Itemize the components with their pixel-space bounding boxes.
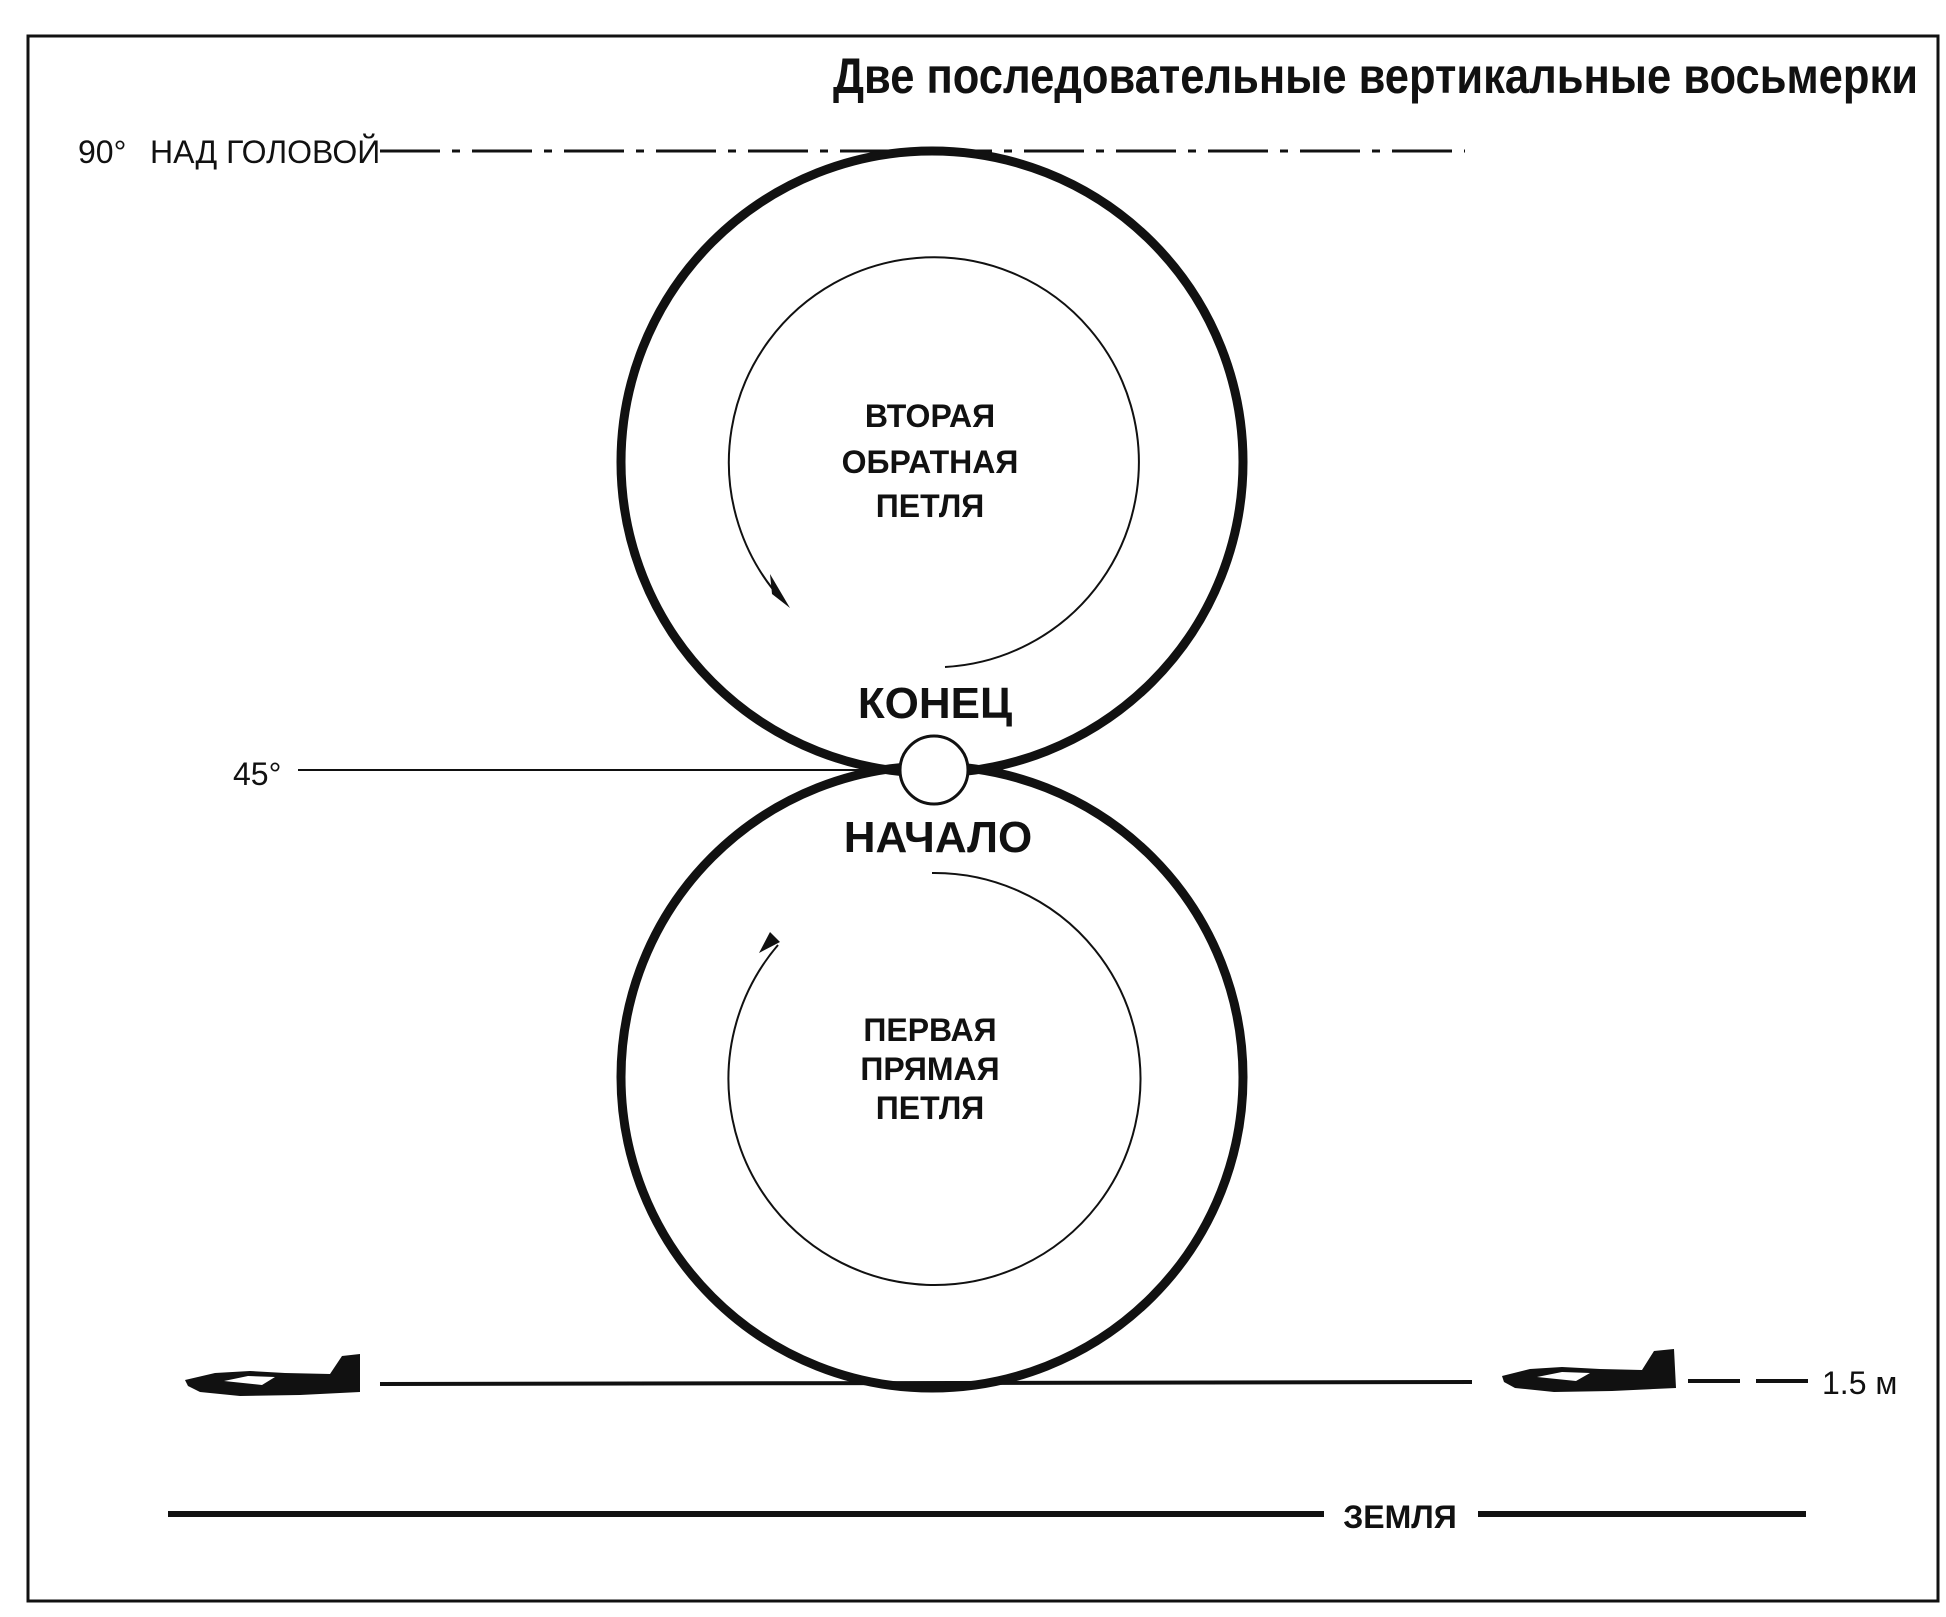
lower-loop-label-1: ПЕРВАЯ — [863, 1012, 996, 1048]
lower-loop-label-3: ПЕТЛЯ — [876, 1090, 985, 1126]
right-airplane-icon — [1502, 1349, 1676, 1392]
angle-45-label: 45° — [233, 756, 281, 792]
flight-line — [379, 1380, 1473, 1386]
lower-loop-label-2: ПРЯМАЯ — [860, 1051, 999, 1087]
diagram-frame — [26, 34, 1940, 1603]
left-airplane-icon — [185, 1354, 360, 1396]
overhead-degrees-label: 90° — [78, 134, 126, 170]
upper-loop-direction-arc — [727, 256, 1140, 668]
upper-loop-label-1: ВТОРАЯ — [865, 398, 995, 434]
upper-loop-label-2: ОБРАТНАЯ — [842, 444, 1019, 480]
upper-loop-label-3: ПЕТЛЯ — [876, 488, 985, 524]
lower-loop-direction-arc — [727, 871, 1142, 1286]
upper-loop-arrow-icon — [770, 574, 790, 608]
overhead-label: НАД ГОЛОВОЙ — [150, 134, 380, 170]
crossover-point — [898, 734, 970, 806]
lower-loop-arrow-icon — [759, 932, 780, 953]
diagram-title: Две последовательные вертикальные восьме… — [833, 48, 1918, 104]
ground-label: ЗЕМЛЯ — [1343, 1499, 1457, 1535]
end-point-label: КОНЕЦ — [858, 679, 1012, 728]
start-point-label: НАЧАЛО — [844, 813, 1033, 862]
height-label: 1.5 м — [1822, 1365, 1897, 1401]
